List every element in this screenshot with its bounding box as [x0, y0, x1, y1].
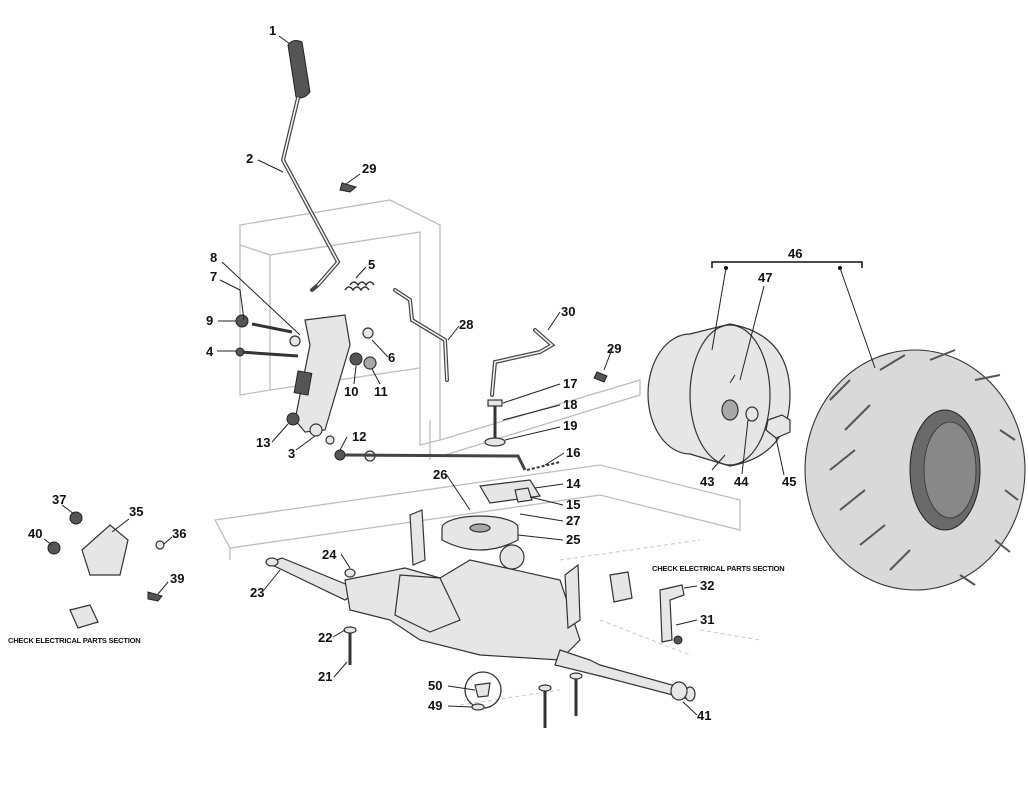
callout-22: 22	[318, 630, 332, 645]
callout-49: 49	[428, 698, 442, 713]
callout-10: 10	[344, 384, 358, 399]
callout-2: 2	[246, 151, 253, 166]
brake-plate	[479, 461, 561, 504]
callout-14: 14	[566, 476, 581, 491]
callout-46: 46	[788, 246, 802, 261]
note-electrical-right: CHECK ELECTRICAL PARTS SECTION	[652, 564, 784, 573]
transaxle	[265, 509, 696, 702]
callout-23: 23	[250, 585, 264, 600]
callout-39: 39	[170, 571, 184, 586]
wheel-assembly-bracket	[711, 261, 876, 369]
callout-28: 28	[459, 317, 473, 332]
callout-3: 3	[288, 446, 295, 461]
callout-47: 47	[758, 270, 772, 285]
callout-32: 32	[700, 578, 714, 593]
callout-45: 45	[782, 474, 796, 489]
callout-5: 5	[368, 257, 375, 272]
callout-25: 25	[566, 532, 580, 547]
callout-19: 19	[563, 418, 577, 433]
callout-29b: 29	[607, 341, 621, 356]
wheel-rim	[647, 323, 791, 467]
callout-29a: 29	[362, 161, 376, 176]
callout-8: 8	[210, 250, 217, 265]
callout-7: 7	[210, 269, 217, 284]
callout-9: 9	[206, 313, 213, 328]
callout-30: 30	[561, 304, 575, 319]
callout-44: 44	[734, 474, 749, 489]
callout-15: 15	[566, 497, 580, 512]
callout-24: 24	[322, 547, 337, 562]
leader-lines	[43, 35, 785, 716]
callout-16: 16	[566, 445, 580, 460]
callout-31: 31	[700, 612, 714, 627]
linkage-rod	[325, 435, 527, 471]
gear-lever	[280, 40, 341, 292]
callout-26: 26	[433, 467, 447, 482]
callout-27: 27	[566, 513, 580, 528]
callout-21: 21	[318, 669, 332, 684]
tyre	[804, 349, 1026, 591]
pulley	[441, 515, 519, 551]
callout-6: 6	[388, 350, 395, 365]
callout-17: 17	[563, 376, 577, 391]
callout-41: 41	[697, 708, 711, 723]
callout-numbers: 1 2 29 5 8 7 9 4 6 10 11 13 3 12 28 30 2…	[28, 23, 802, 723]
callout-35: 35	[129, 504, 143, 519]
callout-50: 50	[428, 678, 442, 693]
rod-30	[490, 328, 556, 397]
callout-13: 13	[256, 435, 270, 450]
note-electrical-left: CHECK ELECTRICAL PARTS SECTION	[8, 636, 140, 645]
axle-bolts	[343, 626, 583, 728]
bracket-31	[659, 584, 685, 645]
callout-1: 1	[269, 23, 276, 38]
callout-4: 4	[206, 344, 214, 359]
lever-bracket	[293, 314, 351, 437]
callout-11: 11	[374, 384, 388, 399]
small-hardware	[235, 182, 608, 426]
bolt-and-washer	[484, 399, 506, 447]
detail-circle	[464, 671, 502, 711]
spring	[344, 281, 375, 292]
callout-43: 43	[700, 474, 714, 489]
switch-bracket	[47, 511, 633, 629]
callout-36: 36	[172, 526, 186, 541]
callout-40: 40	[28, 526, 42, 541]
callout-18: 18	[563, 397, 577, 412]
callout-12: 12	[352, 429, 366, 444]
rod-28	[393, 288, 449, 382]
callout-37: 37	[52, 492, 66, 507]
